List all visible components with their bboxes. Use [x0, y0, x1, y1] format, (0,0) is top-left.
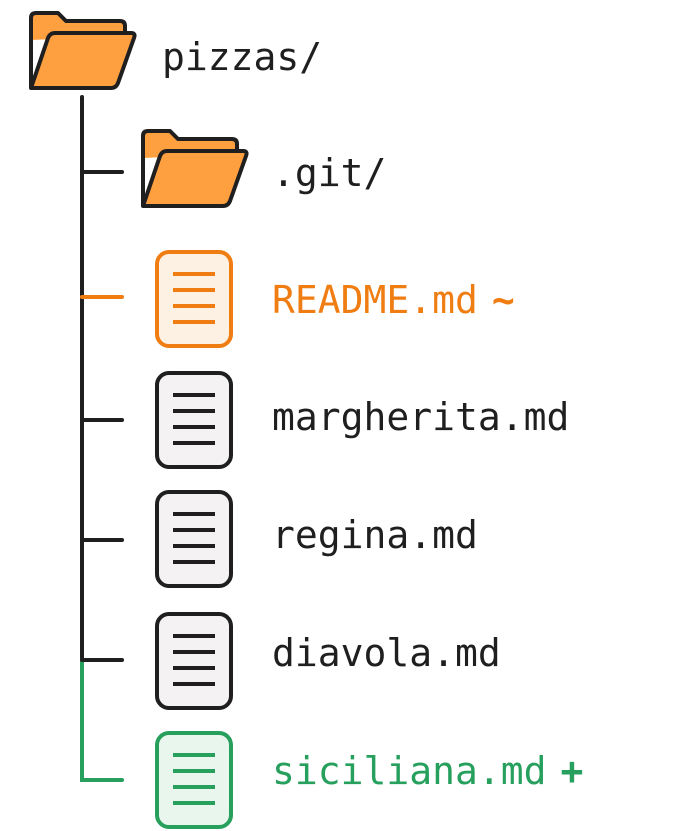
tree-connectors [80, 95, 124, 782]
tree-item-git[interactable]: .git/ [272, 154, 386, 192]
tree-item-label: .git/ [272, 151, 387, 195]
tree-item-label: margherita.md [272, 395, 570, 439]
tree-item-siciliana[interactable]: siciliana.md + [272, 752, 583, 790]
tree-trunk-added [80, 658, 124, 782]
root-folder-label[interactable]: pizzas/ [162, 35, 323, 79]
file-icon[interactable] [155, 250, 233, 348]
tree-item-label: diavola.md [272, 631, 501, 675]
tree-item-regina[interactable]: regina.md [272, 516, 478, 554]
tree-item-label: siciliana.md [272, 749, 547, 793]
folder-icon[interactable] [141, 129, 249, 208]
file-icon[interactable] [155, 371, 233, 469]
tree-item-label: README.md [272, 278, 478, 322]
modified-marker: ~ [491, 278, 515, 322]
file-icon[interactable] [155, 612, 233, 710]
tree-item-diavola[interactable]: diavola.md [272, 634, 501, 672]
tree-item-margherita[interactable]: margherita.md [272, 398, 569, 436]
tree-item-readme[interactable]: README.md ~ [272, 281, 515, 319]
file-icon[interactable] [155, 731, 233, 829]
added-marker: + [560, 749, 584, 793]
file-icon[interactable] [155, 490, 233, 588]
tree-item-label: regina.md [272, 513, 478, 557]
folder-icon[interactable] [29, 11, 137, 90]
